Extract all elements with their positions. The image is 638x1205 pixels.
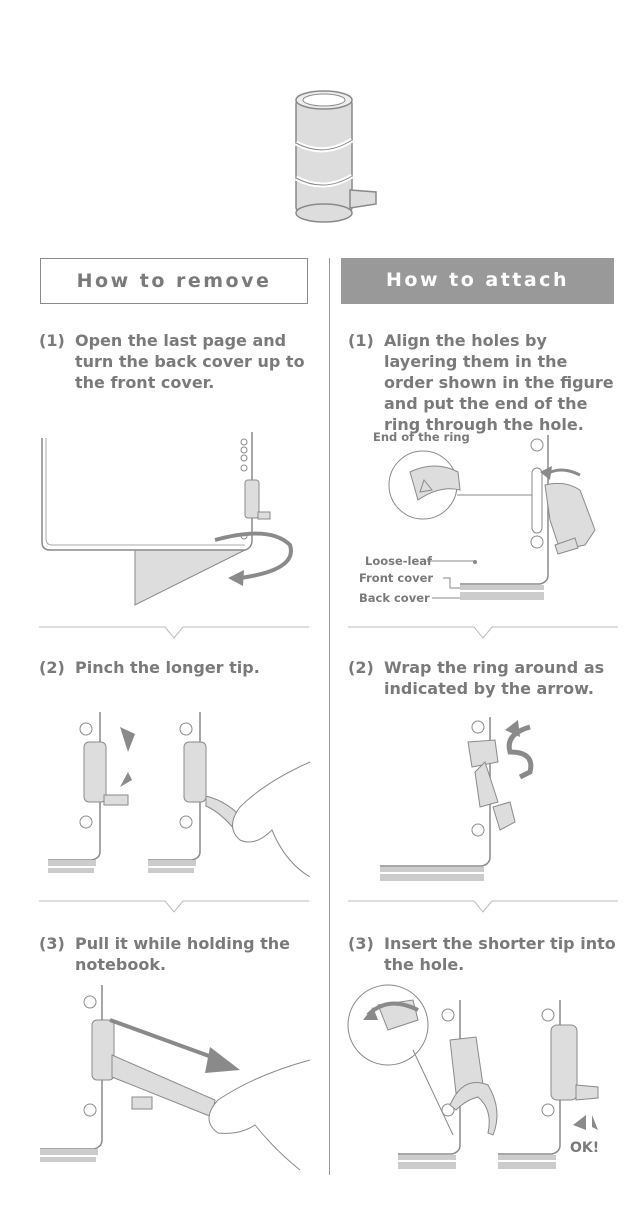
remove-step-3: (3) Pull it while holding the notebook.: [39, 933, 319, 975]
remove-step-2: (2) Pinch the longer tip.: [39, 657, 319, 678]
step-text: Wrap the ring around as indicated by the…: [384, 658, 605, 698]
how-to-remove-header: How to remove: [40, 258, 308, 304]
step-text: Pull it while holding the notebook.: [75, 934, 291, 974]
attach-step-2: (2) Wrap the ring around as indicated by…: [348, 657, 618, 699]
remove-step-3-illustration: [40, 985, 311, 1171]
step-number: (2): [348, 658, 374, 677]
remove-step-1-illustration: [41, 432, 293, 606]
step-text: Pinch the longer tip.: [75, 658, 260, 677]
front-cover-label: Front cover: [359, 571, 434, 585]
loose-leaf-label: Loose-leaf: [365, 554, 433, 568]
step-number: (1): [39, 331, 65, 350]
how-to-attach-header: How to attach: [341, 258, 614, 304]
attach-step-3-illustration: [347, 984, 599, 1169]
column-divider: [329, 258, 330, 1175]
step-text: Insert the shorter tip into the hole.: [384, 934, 616, 974]
step-number: (3): [348, 934, 374, 953]
remove-step-1: (1) Open the last page and turn the back…: [39, 330, 319, 393]
step-number: (3): [39, 934, 65, 953]
attach-step-1: (1) Align the holes by layering them in …: [348, 330, 618, 435]
step-number: (1): [348, 331, 374, 350]
attach-step-3: (3) Insert the shorter tip into the hole…: [348, 933, 618, 975]
step-text: Align the holes by layering them in the …: [384, 331, 614, 434]
attach-step-1-illustration: [388, 435, 596, 600]
back-cover-label: Back cover: [359, 591, 430, 605]
ok-label: OK!: [570, 1140, 600, 1156]
step-separator: [348, 626, 618, 639]
step-separator: [39, 626, 309, 639]
attach-step-2-illustration: [380, 717, 534, 881]
ring-product-illustration: [294, 90, 377, 223]
step-number: (2): [39, 658, 65, 677]
step-separator: [39, 900, 309, 913]
end-of-ring-label: End of the ring: [373, 430, 470, 444]
step-text: Open the last page and turn the back cov…: [75, 331, 305, 392]
remove-step-2-illustration: [48, 712, 311, 878]
step-separator: [348, 900, 618, 913]
